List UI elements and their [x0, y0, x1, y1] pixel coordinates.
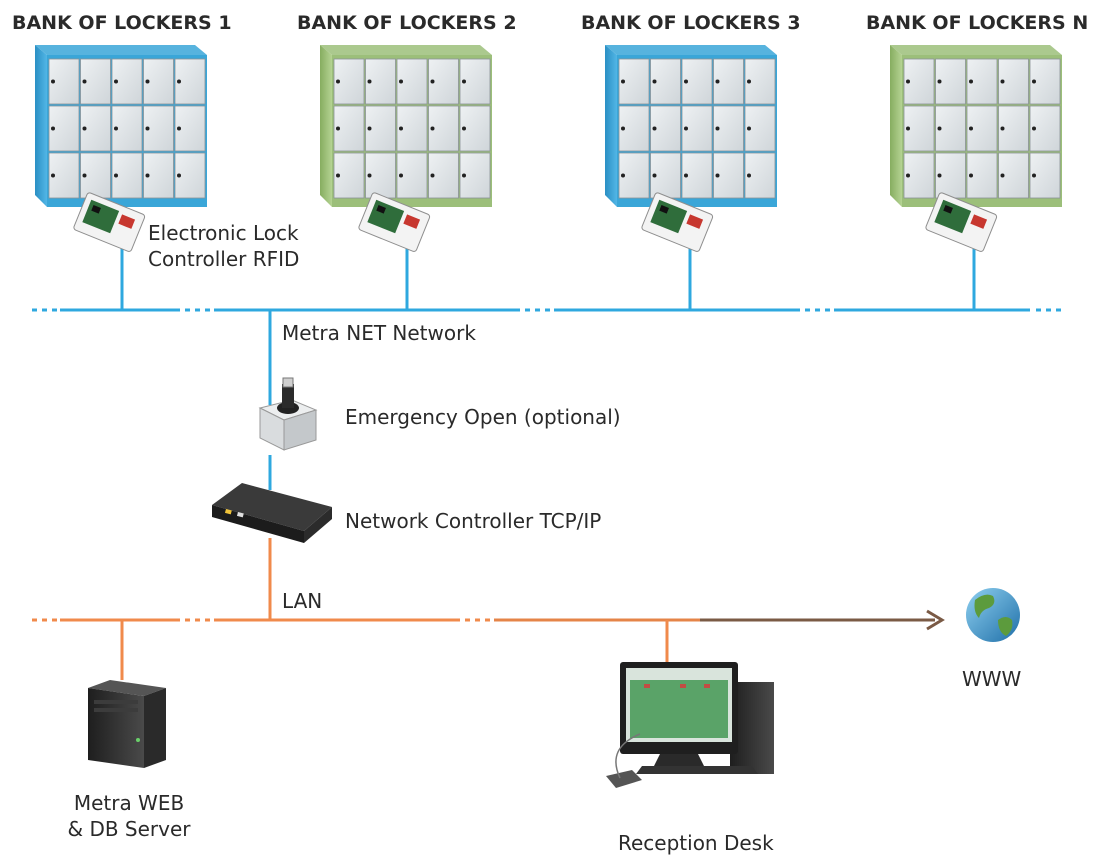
www-label: WWW: [962, 667, 1022, 691]
lan-bus: [32, 609, 945, 631]
lock-controller-label: Electronic Lock Controller RFID: [148, 220, 299, 273]
globe-icon: [966, 588, 1020, 642]
locker-bank-1: [35, 45, 207, 207]
lock-controller-board-icon: [641, 192, 714, 252]
locker-bank-icon: [890, 45, 1062, 207]
metra-net-label: Metra NET Network: [282, 321, 476, 345]
network-switch-icon: [212, 483, 332, 543]
bank-title-3: BANK OF LOCKERS 3: [581, 12, 801, 34]
server-tower-icon: [88, 680, 166, 768]
bank-title-n: BANK OF LOCKERS N: [866, 12, 1089, 34]
lan-drops: [120, 620, 669, 680]
emergency-button-icon: [258, 377, 318, 451]
locker-bank-icon: [320, 45, 492, 207]
bank-title-1: BANK OF LOCKERS 1: [12, 12, 232, 34]
lock-controller-board-icon: [358, 192, 431, 252]
lock-controller-board-icon: [73, 192, 146, 252]
locker-bank-3: [605, 45, 777, 207]
server-label-line1: Metra WEB: [73, 791, 185, 815]
locker-bank-icon: [35, 45, 207, 207]
locker-bank-icon: [605, 45, 777, 207]
locker-bank-n: [890, 45, 1062, 207]
emergency-open-label: Emergency Open (optional): [345, 405, 621, 429]
lan-label: LAN: [282, 589, 323, 613]
reception-label: Reception Desk: [618, 831, 774, 855]
reception-pc-icon: [606, 662, 774, 788]
lock-controller-board-icon: [925, 192, 998, 252]
lock-controller-label-line1: Electronic Lock: [148, 221, 299, 245]
metra-net-drops: [120, 235, 976, 490]
network-controller-label: Network Controller TCP/IP: [345, 509, 602, 533]
server-label: Metra WEB & DB Server: [44, 790, 214, 843]
bank-title-2: BANK OF LOCKERS 2: [297, 12, 517, 34]
server-label-line2: & DB Server: [67, 817, 191, 842]
locker-bank-2: [320, 45, 492, 207]
lock-controller-label-line2: Controller RFID: [148, 247, 300, 272]
